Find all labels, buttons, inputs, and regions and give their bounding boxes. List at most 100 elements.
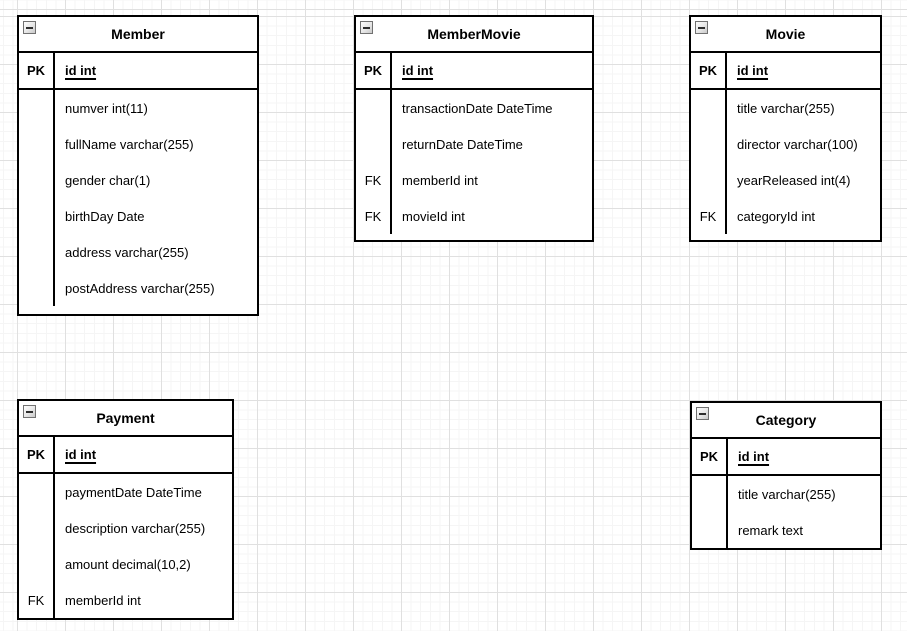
field-row[interactable]: paymentDate DateTime — [19, 474, 232, 510]
row-field-label: transactionDate DateTime — [402, 100, 553, 116]
row-key-label — [19, 270, 55, 306]
table-title: MemberMovie — [427, 26, 521, 42]
row-key-label — [19, 546, 55, 582]
minus-glyph — [363, 26, 370, 29]
minus-glyph — [699, 412, 706, 415]
pk-key-label: PK — [19, 53, 55, 88]
row-key-label — [356, 90, 392, 126]
field-row[interactable]: postAddress varchar(255) — [19, 270, 257, 306]
field-row[interactable]: title varchar(255) — [691, 90, 880, 126]
row-field-label: yearReleased int(4) — [737, 172, 851, 188]
field-row[interactable]: remark text — [692, 512, 880, 548]
table-header[interactable]: MemberMovie — [356, 17, 592, 53]
pk-row[interactable]: PK id int — [691, 53, 880, 90]
pk-field-label: id int — [737, 63, 769, 78]
field-row[interactable]: transactionDate DateTime — [356, 90, 592, 126]
field-row[interactable]: gender char(1) — [19, 162, 257, 198]
table-filler — [19, 306, 257, 314]
pk-field-label: id int — [738, 449, 770, 464]
row-key-label — [692, 512, 728, 548]
field-row[interactable]: fullName varchar(255) — [19, 126, 257, 162]
row-key-label: FK — [691, 198, 727, 234]
row-key-label: FK — [356, 162, 392, 198]
row-field-label: director varchar(100) — [737, 136, 858, 152]
row-key-label — [19, 474, 55, 510]
row-field-label: numver int(11) — [65, 100, 148, 116]
pk-key-label: PK — [356, 53, 392, 88]
field-row[interactable]: birthDay Date — [19, 198, 257, 234]
row-field-label: returnDate DateTime — [402, 136, 523, 152]
minus-glyph — [698, 26, 705, 29]
pk-row[interactable]: PK id int — [19, 53, 257, 90]
row-field-label: fullName varchar(255) — [65, 136, 194, 152]
row-key-label — [692, 476, 728, 512]
minus-glyph — [26, 410, 33, 413]
table-header[interactable]: Category — [692, 403, 880, 439]
table-header[interactable]: Member — [19, 17, 257, 53]
pk-row[interactable]: PK id int — [356, 53, 592, 90]
pk-key-label: PK — [692, 439, 728, 474]
row-field-label: description varchar(255) — [65, 520, 206, 536]
pk-key-label: PK — [691, 53, 727, 88]
row-key-label — [19, 162, 55, 198]
minus-glyph — [26, 26, 33, 29]
field-row[interactable]: description varchar(255) — [19, 510, 232, 546]
row-key-label — [19, 198, 55, 234]
row-key-label — [19, 510, 55, 546]
collapse-icon[interactable] — [23, 21, 36, 34]
collapse-icon[interactable] — [360, 21, 373, 34]
field-row[interactable]: FK memberId int — [356, 162, 592, 198]
row-key-label — [691, 90, 727, 126]
entity-table-membermovie[interactable]: MemberMovie PK id int transactionDate Da… — [354, 15, 594, 242]
field-row[interactable]: address varchar(255) — [19, 234, 257, 270]
row-key-label — [356, 126, 392, 162]
table-title: Payment — [96, 410, 155, 426]
pk-field-label: id int — [65, 447, 97, 462]
collapse-icon[interactable] — [23, 405, 36, 418]
row-field-label: title varchar(255) — [737, 100, 835, 116]
pk-key-label: PK — [19, 437, 55, 472]
row-field-label: postAddress varchar(255) — [65, 280, 215, 296]
row-key-label — [19, 126, 55, 162]
entity-table-payment[interactable]: Payment PK id int paymentDate DateTime d… — [17, 399, 234, 620]
table-header[interactable]: Movie — [691, 17, 880, 53]
row-key-label — [19, 234, 55, 270]
table-title: Movie — [765, 26, 806, 42]
table-title: Member — [111, 26, 165, 42]
entity-table-member[interactable]: Member PK id int numver int(11) fullName… — [17, 15, 259, 316]
pk-row[interactable]: PK id int — [692, 439, 880, 476]
row-field-label: gender char(1) — [65, 172, 151, 188]
field-row[interactable]: FK categoryId int — [691, 198, 880, 234]
collapse-icon[interactable] — [696, 407, 709, 420]
field-row[interactable]: returnDate DateTime — [356, 126, 592, 162]
row-field-label: movieId int — [402, 208, 465, 224]
entity-table-category[interactable]: Category PK id int title varchar(255) re… — [690, 401, 882, 550]
row-field-label: birthDay Date — [65, 208, 145, 224]
field-row[interactable]: FK movieId int — [356, 198, 592, 234]
row-field-label: address varchar(255) — [65, 244, 189, 260]
pk-field-label: id int — [65, 63, 97, 78]
field-row[interactable]: amount decimal(10,2) — [19, 546, 232, 582]
field-row[interactable]: yearReleased int(4) — [691, 162, 880, 198]
pk-row[interactable]: PK id int — [19, 437, 232, 474]
table-title: Category — [755, 412, 817, 428]
field-row[interactable]: director varchar(100) — [691, 126, 880, 162]
field-row[interactable]: numver int(11) — [19, 90, 257, 126]
row-field-label: amount decimal(10,2) — [65, 556, 191, 572]
row-field-label: categoryId int — [737, 208, 816, 224]
row-field-label: memberId int — [65, 592, 141, 608]
field-row[interactable]: FK memberId int — [19, 582, 232, 618]
row-key-label — [691, 162, 727, 198]
field-row[interactable]: title varchar(255) — [692, 476, 880, 512]
table-filler — [356, 234, 592, 240]
row-key-label — [19, 90, 55, 126]
table-header[interactable]: Payment — [19, 401, 232, 437]
collapse-icon[interactable] — [695, 21, 708, 34]
row-field-label: paymentDate DateTime — [65, 484, 202, 500]
pk-field-label: id int — [402, 63, 434, 78]
row-field-label: memberId int — [402, 172, 478, 188]
entity-table-movie[interactable]: Movie PK id int title varchar(255) direc… — [689, 15, 882, 242]
row-key-label — [691, 126, 727, 162]
row-field-label: title varchar(255) — [738, 486, 836, 502]
